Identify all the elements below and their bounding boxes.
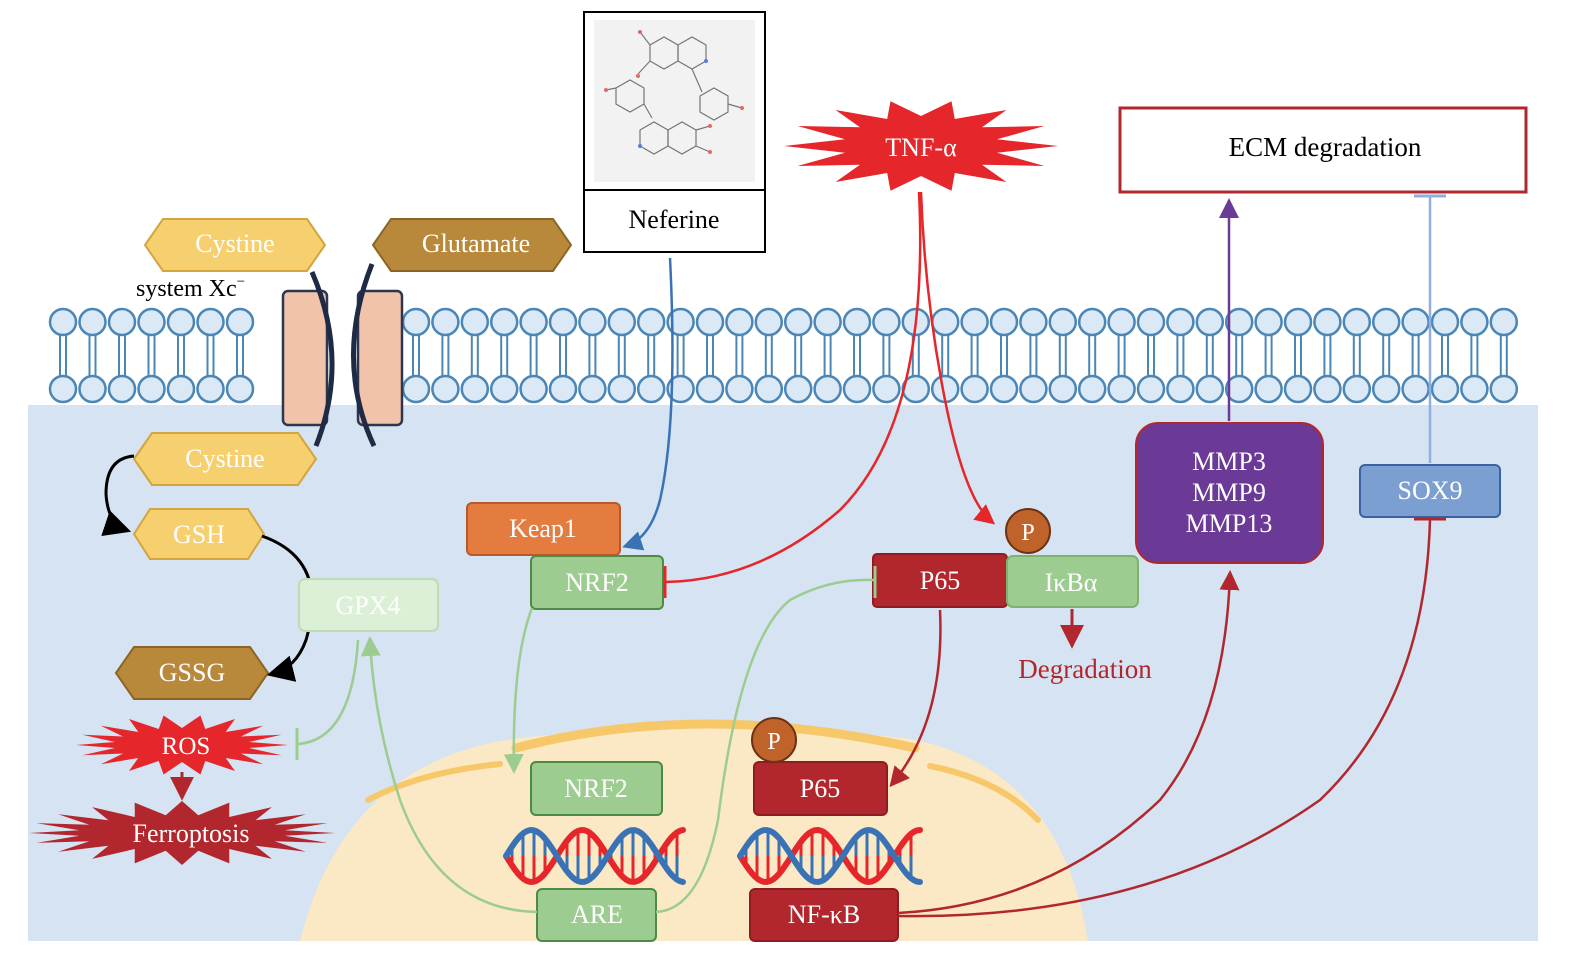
gsh-label: GSH	[173, 520, 225, 549]
are-label: ARE	[571, 900, 623, 929]
dna-helix-are	[503, 827, 686, 885]
ferroptosis-burst: Ferroptosis	[29, 801, 335, 865]
system-xc-transporter	[281, 263, 404, 448]
phospho-cytoplasm: P	[1005, 508, 1051, 554]
phospho-nucleus-label: P	[767, 729, 780, 755]
neferine-structure-icon	[604, 30, 744, 155]
nrf2-nucleus-box: NRF2	[530, 761, 663, 816]
system-xc-label: system Xc−	[136, 274, 245, 302]
arrow-p65-translocation	[889, 609, 942, 788]
arrow-neferine-to-nrf2	[622, 257, 674, 551]
neferine-box: Neferine	[583, 11, 766, 253]
tnf-alpha-label: TNF-α	[885, 133, 957, 162]
phospho-nucleus: P	[751, 717, 797, 763]
inhibit-gpx4-ros	[297, 639, 360, 746]
inhibit-are-p65	[655, 578, 875, 914]
mmp9-label: MMP9	[1192, 478, 1266, 507]
degradation-label: Degradation	[1018, 654, 1152, 684]
keap1-label: Keap1	[509, 514, 577, 543]
neferine-label: Neferine	[629, 205, 720, 234]
nfkb-box: NF-κB	[749, 888, 899, 942]
ecm-degradation-label: ECM degradation	[1229, 132, 1422, 162]
dna-helix-nfkb	[737, 826, 923, 886]
nrf2-cytoplasm-label: NRF2	[565, 568, 629, 597]
arrow-tnf-to-ikba	[919, 191, 996, 525]
arrow-are-to-gpx4	[360, 636, 538, 914]
gpx4-label: GPX4	[335, 591, 400, 620]
inhibit-tnf-nrf2	[665, 191, 922, 584]
gsh-hexagon: GSH	[132, 508, 266, 560]
p65-nucleus-label: P65	[800, 774, 840, 803]
gssg-label: GSSG	[159, 658, 225, 687]
ecm-degradation-box: ECM degradation	[1118, 106, 1528, 194]
mmp-box: MMP3 MMP9 MMP13	[1135, 422, 1324, 564]
glutamate-label: Glutamate	[422, 229, 530, 258]
are-box: ARE	[536, 888, 657, 942]
sox9-box: SOX9	[1359, 464, 1501, 518]
p65-cytoplasm-label: P65	[920, 566, 960, 595]
cystine-outside-hexagon: Cystine	[143, 218, 327, 272]
mmp13-label: MMP13	[1186, 509, 1273, 538]
arrow-nfkb-to-mmp	[897, 570, 1240, 915]
ros-label: ROS	[162, 733, 211, 760]
cystine-outside-label: Cystine	[195, 229, 274, 258]
gpx4-box: GPX4	[298, 578, 439, 632]
glutamate-hexagon: Glutamate	[371, 218, 573, 272]
keap1-box: Keap1	[466, 502, 621, 556]
nrf2-nucleus-label: NRF2	[564, 774, 628, 803]
ferroptosis-label: Ferroptosis	[133, 819, 250, 848]
sox9-label: SOX9	[1397, 476, 1462, 505]
p65-cytoplasm-box: P65	[872, 553, 1008, 608]
nrf2-cytoplasm-box: NRF2	[530, 555, 664, 610]
phospho-cytoplasm-label: P	[1021, 520, 1034, 546]
inhibit-nfkb-sox9	[897, 519, 1432, 918]
p65-nucleus-box: P65	[753, 761, 888, 816]
mmp3-label: MMP3	[1192, 447, 1266, 476]
cystine-inside-hexagon: Cystine	[132, 432, 318, 486]
tnf-alpha-burst: TNF-α	[784, 101, 1058, 191]
ikba-label: IκBα	[1045, 568, 1098, 597]
ikba-box: IκBα	[1006, 555, 1139, 608]
cell-membrane	[48, 307, 1519, 404]
arrow-nrf2-translocation	[503, 607, 534, 774]
cystine-inside-label: Cystine	[185, 444, 264, 473]
arrow-cystine-to-gsh	[101, 454, 135, 536]
gssg-hexagon: GSSG	[114, 646, 270, 700]
ros-burst: ROS	[76, 715, 288, 775]
nfkb-label: NF-κB	[788, 900, 860, 929]
